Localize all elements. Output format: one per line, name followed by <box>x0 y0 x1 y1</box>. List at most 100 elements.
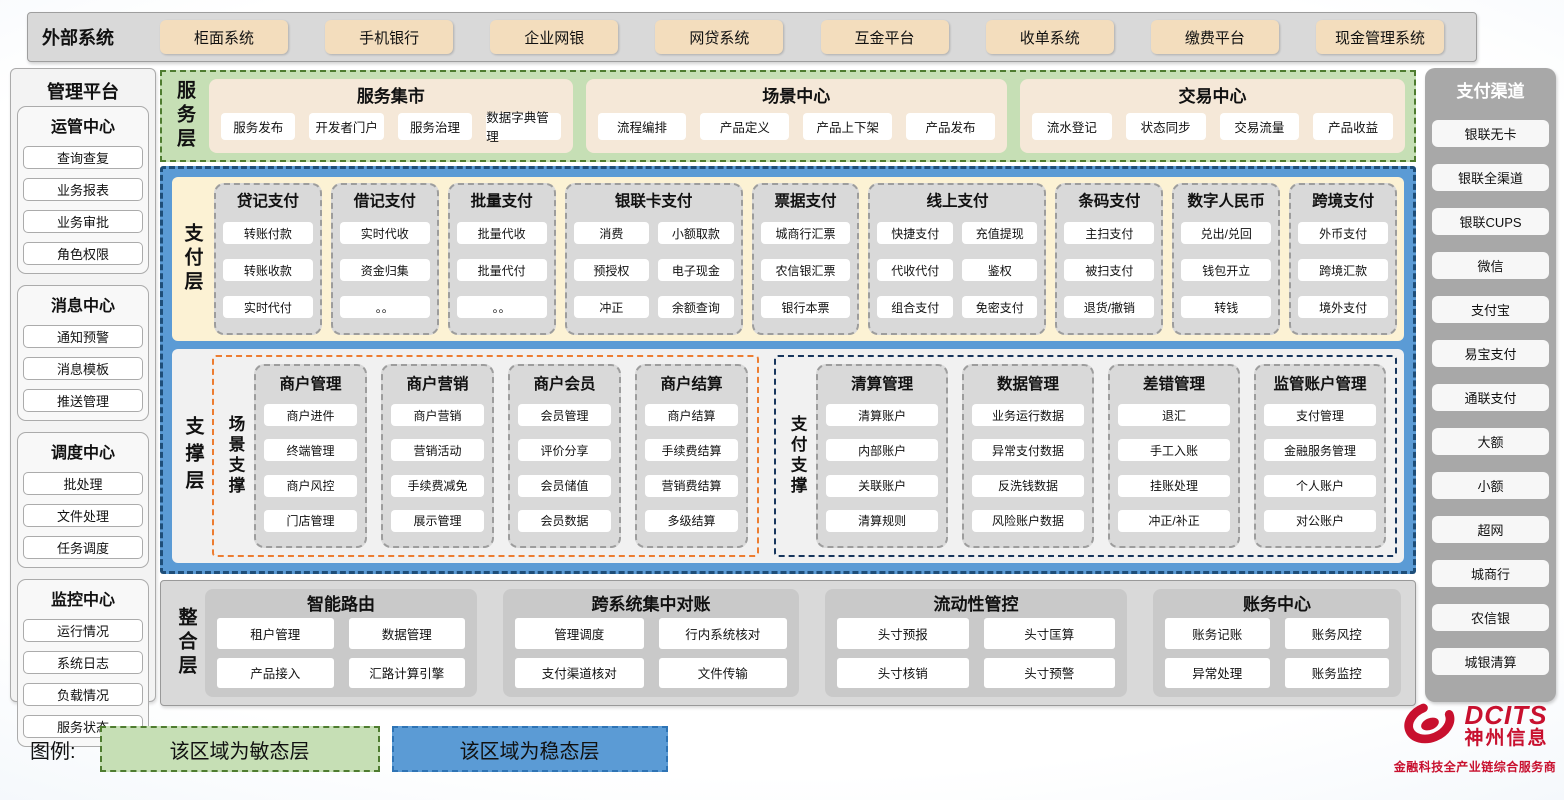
support-item-button[interactable]: 商户营销 <box>391 404 485 427</box>
support-item-button[interactable]: 手续费结算 <box>645 439 739 462</box>
payment-item-button[interactable]: 充值提现 <box>961 222 1038 244</box>
support-item-button[interactable]: 内部账户 <box>826 439 939 462</box>
payment-channel-button[interactable]: 通联支付 <box>1432 384 1549 411</box>
external-system-button[interactable]: 网贷系统 <box>655 20 784 54</box>
service-item-button[interactable]: 状态同步 <box>1125 112 1206 140</box>
integration-item-button[interactable]: 数据管理 <box>348 618 465 649</box>
integration-item-button[interactable]: 账务监控 <box>1284 657 1389 688</box>
payment-channel-button[interactable]: 银联无卡 <box>1432 120 1549 147</box>
support-item-button[interactable]: 清算规则 <box>826 509 939 532</box>
external-system-button[interactable]: 缴费平台 <box>1150 20 1279 54</box>
support-item-button[interactable]: 冲正/补正 <box>1118 509 1231 532</box>
support-item-button[interactable]: 会员储值 <box>518 474 612 497</box>
payment-item-button[interactable]: 小额取款 <box>658 222 734 244</box>
support-item-button[interactable]: 反洗钱数据 <box>972 474 1085 497</box>
support-item-button[interactable]: 营销活动 <box>391 439 485 462</box>
payment-item-button[interactable]: 实时代付 <box>223 296 313 318</box>
management-item-button[interactable]: 业务审批 <box>23 210 143 233</box>
support-item-button[interactable]: 商户风控 <box>264 474 358 497</box>
service-item-button[interactable]: 产品上下架 <box>803 112 893 140</box>
support-item-button[interactable]: 手续费减免 <box>391 474 485 497</box>
external-system-button[interactable]: 收单系统 <box>985 20 1114 54</box>
external-system-button[interactable]: 互金平台 <box>820 20 949 54</box>
integration-item-button[interactable]: 汇路计算引擎 <box>348 657 465 688</box>
external-system-button[interactable]: 柜面系统 <box>160 20 288 54</box>
support-item-button[interactable]: 退汇 <box>1118 404 1231 427</box>
service-item-button[interactable]: 产品收益 <box>1313 112 1394 140</box>
payment-channel-button[interactable]: 农信银 <box>1432 604 1549 631</box>
payment-item-button[interactable]: 余额查询 <box>658 296 734 318</box>
support-item-button[interactable]: 终端管理 <box>264 439 358 462</box>
payment-item-button[interactable]: 转钱 <box>1181 296 1272 318</box>
payment-channel-button[interactable]: 大额 <box>1432 428 1549 455</box>
support-item-button[interactable]: 营销费结算 <box>645 474 739 497</box>
management-item-button[interactable]: 批处理 <box>23 472 143 495</box>
support-item-button[interactable]: 关联账户 <box>826 474 939 497</box>
service-item-button[interactable]: 数据字典管理 <box>486 111 561 144</box>
payment-channel-button[interactable]: 银联全渠道 <box>1432 164 1549 191</box>
integration-item-button[interactable]: 头寸匡算 <box>983 618 1115 649</box>
integration-item-button[interactable]: 账务记账 <box>1165 618 1270 649</box>
integration-item-button[interactable]: 头寸预报 <box>837 618 969 649</box>
payment-item-button[interactable]: 资金归集 <box>339 259 430 281</box>
integration-item-button[interactable]: 头寸预警 <box>983 657 1115 688</box>
support-item-button[interactable]: 清算账户 <box>826 404 939 427</box>
management-item-button[interactable]: 负载情况 <box>23 683 143 706</box>
support-item-button[interactable]: 异常支付数据 <box>972 439 1085 462</box>
payment-channel-button[interactable]: 支付宝 <box>1432 296 1549 323</box>
payment-item-button[interactable]: 。。 <box>339 296 430 318</box>
payment-item-button[interactable]: 快捷支付 <box>877 222 953 244</box>
support-item-button[interactable]: 门店管理 <box>264 509 358 532</box>
payment-channel-button[interactable]: 微信 <box>1432 252 1549 279</box>
payment-item-button[interactable]: 代收代付 <box>877 259 953 281</box>
support-item-button[interactable]: 业务运行数据 <box>972 404 1085 427</box>
external-system-button[interactable]: 企业网银 <box>490 20 619 54</box>
payment-item-button[interactable]: 银行本票 <box>760 296 851 318</box>
payment-item-button[interactable]: 实时代收 <box>339 222 430 244</box>
support-item-button[interactable]: 手工入账 <box>1118 439 1231 462</box>
payment-item-button[interactable]: 鉴权 <box>961 259 1038 281</box>
payment-channel-button[interactable]: 超网 <box>1432 516 1549 543</box>
payment-item-button[interactable]: 冲正 <box>573 296 650 318</box>
support-item-button[interactable]: 个人账户 <box>1264 474 1377 497</box>
management-item-button[interactable]: 角色权限 <box>23 242 143 265</box>
integration-item-button[interactable]: 行内系统核对 <box>658 618 787 649</box>
integration-item-button[interactable]: 账务风控 <box>1284 618 1389 649</box>
management-item-button[interactable]: 通知预警 <box>23 325 143 348</box>
payment-item-button[interactable]: 转账付款 <box>223 222 313 244</box>
payment-channel-button[interactable]: 银联CUPS <box>1432 208 1549 235</box>
service-item-button[interactable]: 流水登记 <box>1031 112 1112 140</box>
support-item-button[interactable]: 对公账户 <box>1264 509 1377 532</box>
payment-item-button[interactable]: 农信银汇票 <box>760 259 851 281</box>
payment-item-button[interactable]: 兑出/兑回 <box>1181 222 1272 244</box>
payment-channel-button[interactable]: 小额 <box>1432 472 1549 499</box>
payment-item-button[interactable]: 电子现金 <box>658 259 734 281</box>
support-item-button[interactable]: 商户进件 <box>264 404 358 427</box>
payment-item-button[interactable]: 批量代付 <box>456 259 547 281</box>
management-item-button[interactable]: 推送管理 <box>23 389 143 412</box>
payment-channel-button[interactable]: 易宝支付 <box>1432 340 1549 367</box>
support-item-button[interactable]: 多级结算 <box>645 509 739 532</box>
integration-item-button[interactable]: 产品接入 <box>217 657 334 688</box>
management-item-button[interactable]: 文件处理 <box>23 504 143 527</box>
payment-item-button[interactable]: 境外支付 <box>1298 296 1389 318</box>
payment-item-button[interactable]: 预授权 <box>573 259 650 281</box>
payment-channel-button[interactable]: 城商行 <box>1432 560 1549 587</box>
support-item-button[interactable]: 会员数据 <box>518 509 612 532</box>
support-item-button[interactable]: 会员管理 <box>518 404 612 427</box>
service-item-button[interactable]: 产品发布 <box>906 112 995 140</box>
service-item-button[interactable]: 交易流量 <box>1219 112 1300 140</box>
payment-item-button[interactable]: 退货/撤销 <box>1064 296 1155 318</box>
payment-item-button[interactable]: 跨境汇款 <box>1298 259 1389 281</box>
payment-item-button[interactable]: 免密支付 <box>961 296 1038 318</box>
management-item-button[interactable]: 系统日志 <box>23 651 143 674</box>
support-item-button[interactable]: 展示管理 <box>391 509 485 532</box>
payment-item-button[interactable]: 消费 <box>573 222 650 244</box>
payment-item-button[interactable]: 转账收款 <box>223 259 313 281</box>
support-item-button[interactable]: 评价分享 <box>518 439 612 462</box>
payment-item-button[interactable]: 外币支付 <box>1298 222 1389 244</box>
service-item-button[interactable]: 服务发布 <box>221 112 296 140</box>
service-item-button[interactable]: 产品定义 <box>700 112 790 140</box>
management-item-button[interactable]: 业务报表 <box>23 178 143 201</box>
integration-item-button[interactable]: 管理调度 <box>515 618 644 649</box>
